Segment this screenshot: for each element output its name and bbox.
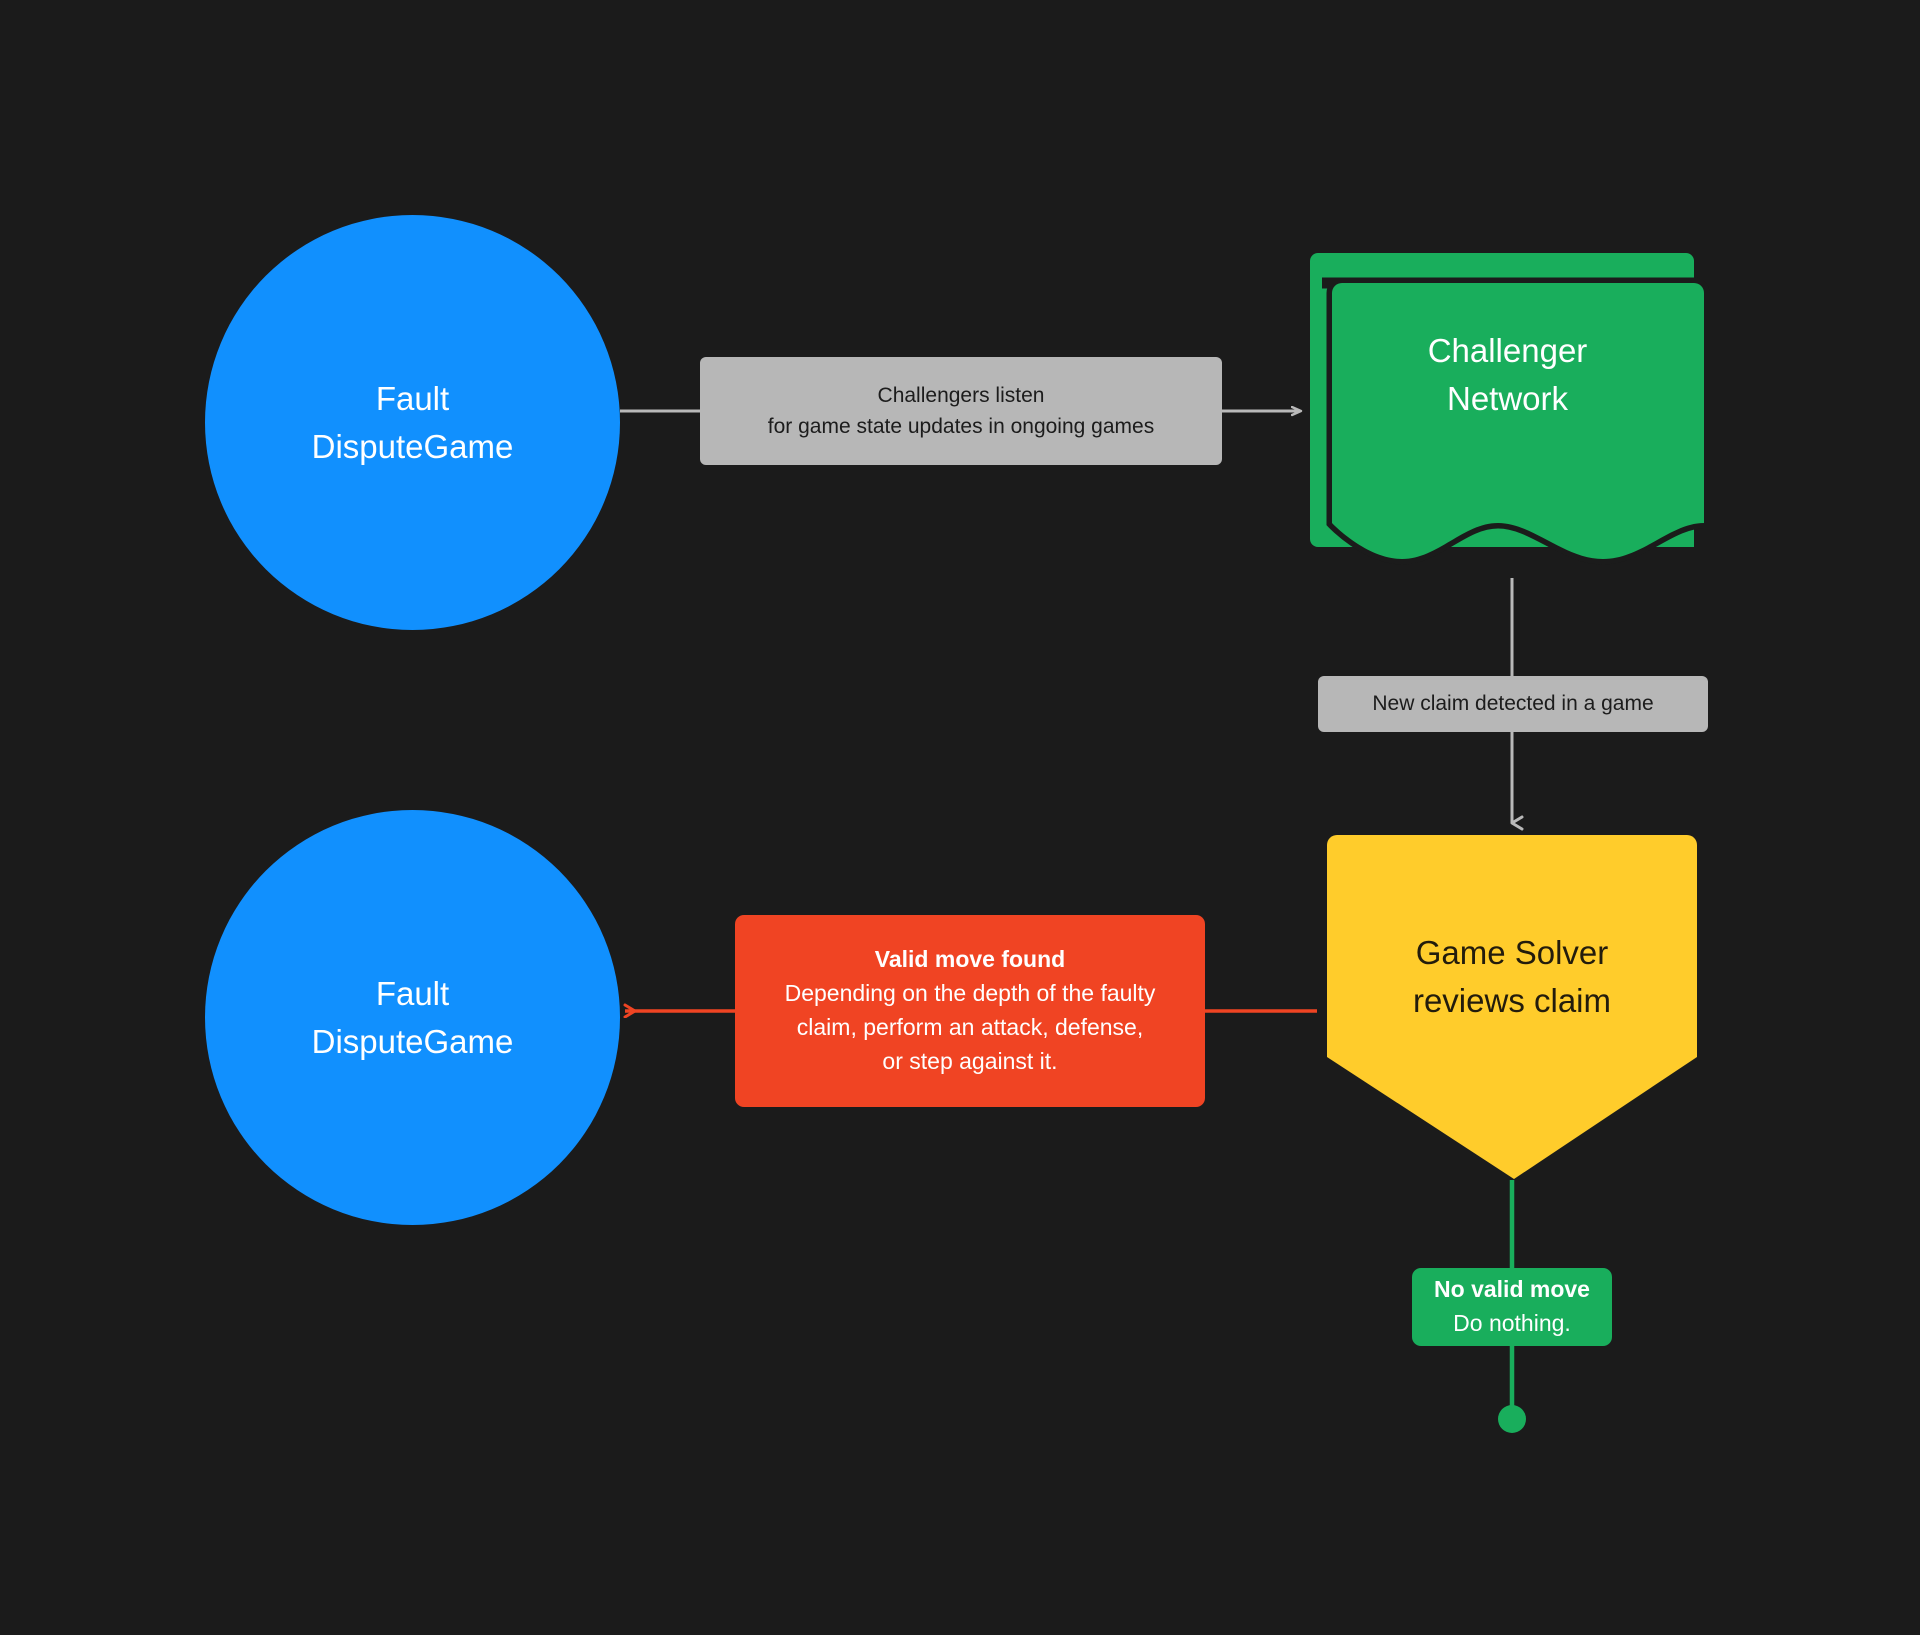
edge-label-line1: Depending on the depth of the faulty — [784, 980, 1156, 1007]
node-label-line2: Network — [1446, 379, 1569, 417]
edge-label-new-claim-detected: New claim detected in a game — [1318, 676, 1708, 732]
multi-document-shape — [1310, 253, 1710, 565]
edge-label-line1: New claim detected in a game — [1372, 692, 1654, 716]
node-label-line2: DisputeGame — [311, 1022, 514, 1060]
node-challenger-network[interactable]: Challenger Network — [1300, 245, 1715, 580]
edge-label-challengers-listen: Challengers listen for game state update… — [700, 357, 1222, 465]
edge-label-line2: claim, perform an attack, defense, — [796, 1014, 1144, 1040]
edge-label-valid-move-found: Valid move found Depending on the depth … — [735, 915, 1205, 1107]
edge-label-line1: Challengers listen — [877, 383, 1045, 407]
node-label-line1: Game Solver — [1415, 934, 1609, 971]
edge-label-title: No valid move — [1434, 1276, 1590, 1303]
pentagon-down-shape — [1327, 835, 1697, 1179]
node-game-solver[interactable]: Game Solver reviews claim — [1317, 833, 1707, 1183]
node-label-line1: Fault — [375, 379, 450, 417]
node-fault-dispute-game-top[interactable]: Fault DisputeGame — [205, 215, 620, 630]
node-label-line2: DisputeGame — [311, 427, 514, 465]
node-game-solver-labels: Game Solver reviews claim — [1317, 929, 1707, 1025]
node-challenger-network-labels: Challenger Network — [1300, 327, 1715, 423]
node-label-line1: Challenger — [1427, 332, 1588, 369]
node-fault-dispute-game-bottom[interactable]: Fault DisputeGame — [205, 810, 620, 1225]
edge-label-no-valid-move: No valid move Do nothing. — [1412, 1268, 1612, 1346]
edge-label-line3: or step against it. — [882, 1047, 1058, 1074]
edge-label-line1: Do nothing. — [1453, 1310, 1571, 1336]
node-label-line1: Fault — [375, 974, 450, 1012]
edge-label-line2: for game state updates in ongoing games — [767, 415, 1155, 438]
node-label-line2: reviews claim — [1412, 981, 1612, 1019]
edge-label-title: Valid move found — [874, 946, 1066, 973]
terminal-dot — [1498, 1405, 1526, 1433]
